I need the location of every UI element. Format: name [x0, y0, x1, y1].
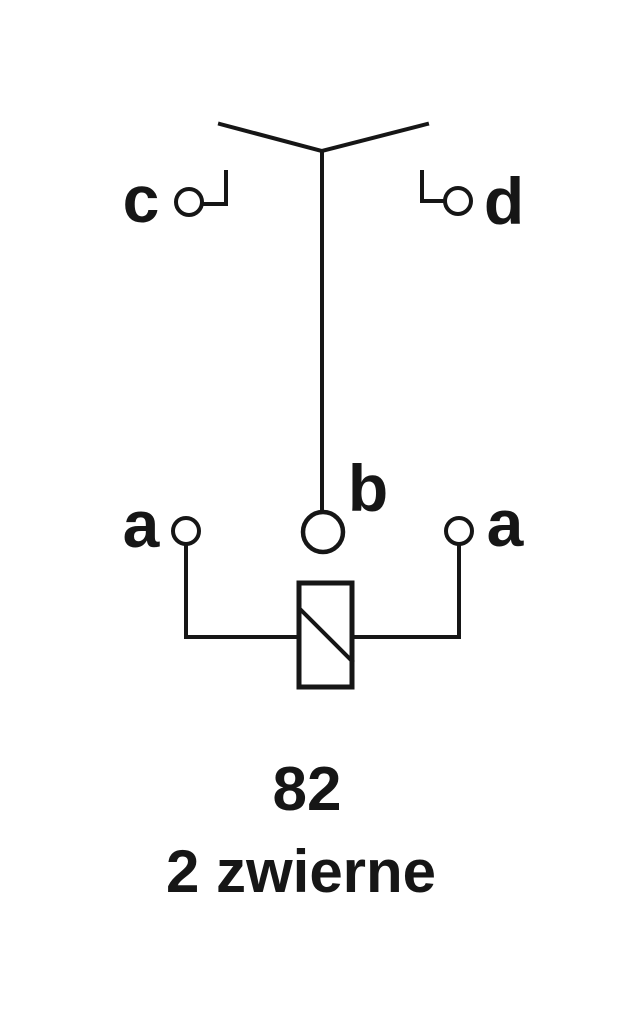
- terminal-a-left-contact: [171, 516, 201, 546]
- terminal-d-label: d: [484, 164, 524, 238]
- terminal-d-hook: [420, 170, 446, 203]
- terminal-a-left-label: a: [123, 487, 161, 561]
- relay-coil-diagonal: [297, 606, 355, 664]
- terminal-d-contact: [443, 186, 473, 216]
- terminal-b-label: b: [348, 451, 388, 525]
- terminal-c-label: c: [123, 162, 160, 236]
- schematic-description-caption: 2 zwierne: [166, 838, 436, 905]
- terminal-b-contact: [300, 509, 346, 555]
- top-arm-left-line: [217, 121, 325, 154]
- terminal-a-right-label: a: [487, 486, 525, 560]
- coil-wire-right: [353, 542, 461, 639]
- terminal-c-contact: [174, 187, 204, 217]
- wiring-group: [171, 121, 474, 690]
- labels-group: c d b a a 82 2 zwierne: [123, 162, 525, 905]
- terminal-c-hook: [200, 170, 228, 206]
- coil-wire-left: [184, 542, 299, 639]
- top-arm-right-line: [319, 121, 430, 154]
- schematic-code-caption: 82: [273, 755, 342, 824]
- terminal-a-right-contact: [444, 516, 474, 546]
